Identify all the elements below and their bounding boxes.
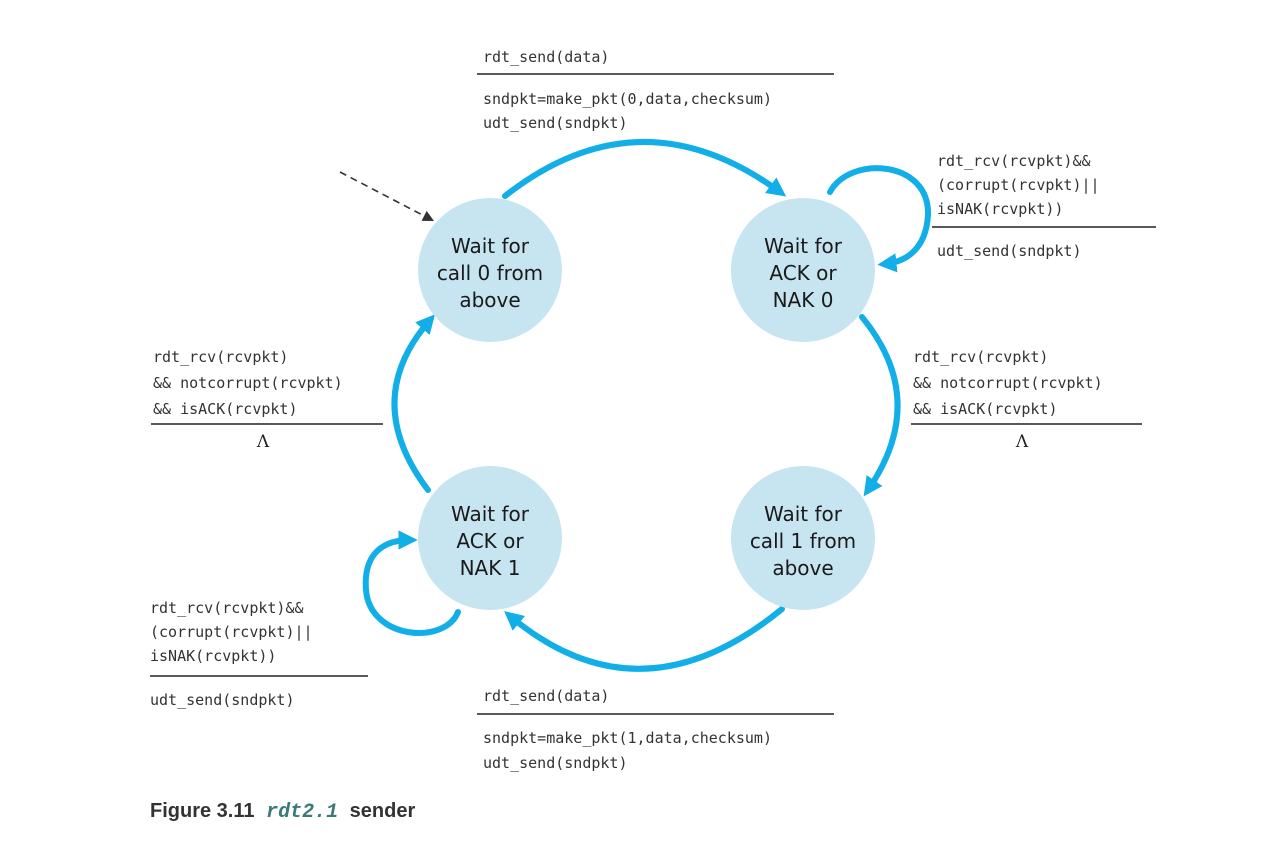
state-label-line: Wait for — [764, 502, 843, 526]
state-label-line: ACK or — [769, 261, 837, 285]
caption-suffix: sender — [349, 800, 416, 822]
transition-event: rdt_send(data) — [483, 687, 609, 705]
transition-arrow-bottom — [504, 606, 785, 672]
transition-label-self-left: rdt_rcv(rcvpkt)&& (corrupt(rcvpkt)|| isN… — [150, 599, 368, 709]
state-label-line: call 1 from — [750, 529, 856, 553]
state-label-line: above — [772, 556, 833, 580]
self-loop-arrow-left — [362, 530, 461, 636]
state-label-line: Wait for — [451, 502, 530, 526]
transition-event: rdt_rcv(rcvpkt) — [913, 348, 1048, 366]
transition-event: && isACK(rcvpkt) — [153, 400, 298, 418]
transition-action: sndpkt=make_pkt(1,data,checksum) — [483, 729, 772, 747]
self-loop-arrow-right — [827, 165, 932, 273]
transition-action: Λ — [256, 432, 270, 452]
transition-event: && notcorrupt(rcvpkt) — [153, 374, 343, 392]
transition-event: rdt_rcv(rcvpkt)&& — [150, 599, 304, 617]
caption-code: rdt2.1 — [266, 801, 339, 824]
transition-event: && isACK(rcvpkt) — [913, 400, 1058, 418]
state-wait-ack-nak-1: Wait for ACK or NAK 1 — [418, 466, 562, 610]
state-label-line: call 0 from — [437, 261, 543, 285]
transition-action: udt_send(sndpkt) — [483, 114, 628, 132]
state-label-line: NAK 1 — [460, 556, 521, 580]
transition-arrow-left — [391, 314, 436, 493]
transition-label-right: rdt_rcv(rcvpkt) && notcorrupt(rcvpkt) &&… — [911, 348, 1142, 452]
state-label-line: NAK 0 — [773, 288, 834, 312]
state-wait-call-1: Wait for call 1 from above — [731, 466, 875, 610]
transition-action: udt_send(sndpkt) — [483, 754, 628, 772]
transition-label-bottom: rdt_send(data) sndpkt=make_pkt(1,data,ch… — [477, 687, 834, 772]
transition-action: Λ — [1015, 432, 1029, 452]
transition-arrow-right — [859, 314, 901, 497]
state-label-line: Wait for — [451, 234, 530, 258]
transition-label-top: rdt_send(data) sndpkt=make_pkt(0,data,ch… — [477, 48, 834, 132]
transition-action: sndpkt=make_pkt(0,data,checksum) — [483, 90, 772, 108]
transition-event: (corrupt(rcvpkt)|| — [150, 623, 313, 641]
transition-action: udt_send(sndpkt) — [937, 242, 1082, 260]
transition-event: isNAK(rcvpkt)) — [937, 200, 1063, 218]
transition-label-self-right: rdt_rcv(rcvpkt)&& (corrupt(rcvpkt)|| isN… — [932, 152, 1156, 260]
transition-label-left: rdt_rcv(rcvpkt) && notcorrupt(rcvpkt) &&… — [151, 348, 383, 452]
caption-label: Figure 3.11 — [150, 800, 255, 822]
initial-state-arrow — [339, 171, 434, 222]
transition-event: && notcorrupt(rcvpkt) — [913, 374, 1103, 392]
transition-arrow-top — [502, 139, 787, 199]
state-label-line: Wait for — [764, 234, 843, 258]
figure-caption: Figure 3.11 rdt2.1 sender — [150, 800, 415, 824]
transition-event: rdt_rcv(rcvpkt) — [153, 348, 288, 366]
transition-event: isNAK(rcvpkt)) — [150, 647, 276, 665]
state-label-line: above — [459, 288, 520, 312]
state-label-line: ACK or — [456, 529, 524, 553]
state-wait-ack-nak-0: Wait for ACK or NAK 0 — [731, 198, 875, 342]
transition-event: rdt_send(data) — [483, 48, 609, 66]
transition-event: (corrupt(rcvpkt)|| — [937, 176, 1100, 194]
transition-action: udt_send(sndpkt) — [150, 691, 295, 709]
transition-event: rdt_rcv(rcvpkt)&& — [937, 152, 1091, 170]
state-wait-call-0: Wait for call 0 from above — [418, 198, 562, 342]
